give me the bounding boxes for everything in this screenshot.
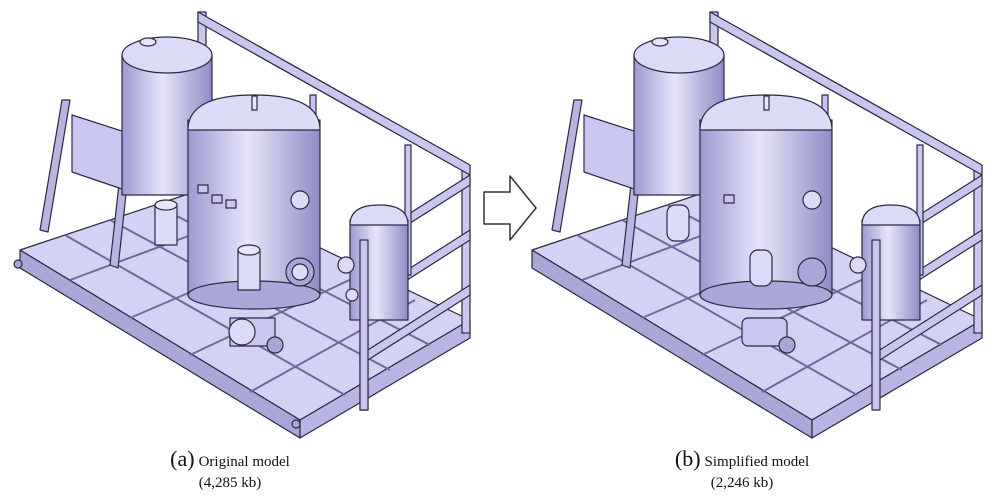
- caption-simplified-model: (b) Simplified model (2,246 kb): [532, 448, 952, 494]
- simplified-model-image: [512, 0, 992, 440]
- caption-title: Simplified model: [704, 454, 810, 470]
- caption-file-size: (2,246 kb): [710, 475, 774, 491]
- caption-letter: (b): [674, 446, 701, 471]
- control-panel: [71, 114, 126, 191]
- skid-assembly-drawing: [13, 11, 471, 439]
- caption-file-size: (4,285 kb): [198, 475, 262, 491]
- right-arrow-icon: [476, 172, 540, 244]
- original-model-image: [0, 0, 480, 440]
- rear-tank: [633, 36, 725, 196]
- caption-letter: (a): [170, 446, 195, 471]
- control-panel: [583, 114, 638, 191]
- motor: [666, 204, 796, 354]
- motor: [154, 199, 284, 354]
- caption-original-model: (a) Original model (4,285 kb): [20, 448, 440, 494]
- skid-assembly-drawing-simplified: [531, 11, 983, 439]
- caption-title: Original model: [198, 454, 290, 470]
- small-tank: [337, 204, 409, 321]
- main-tank: [699, 94, 833, 310]
- small-tank: [849, 204, 921, 321]
